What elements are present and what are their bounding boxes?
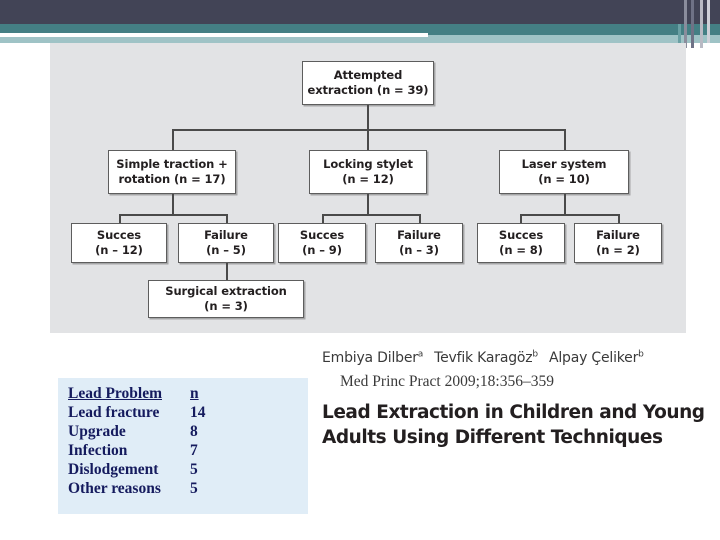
author-name: Alpay Çeliker	[548, 349, 639, 366]
header-notch-left	[0, 33, 428, 37]
flow-node-attempted-extraction: Attempted extraction (n = 39)	[302, 61, 434, 105]
flow-node-branch-1-line1: Simple traction +	[116, 156, 228, 171]
connector-root-stem	[367, 105, 369, 129]
connector-branch-1-bus	[119, 214, 226, 216]
flow-node-branch-3: Laser system (n = 10)	[499, 150, 629, 194]
table-row: Upgrade 8	[68, 422, 230, 441]
lead-problem-table-grid: Lead Problem n Lead fracture 14 Upgrade …	[68, 384, 230, 498]
author-affiliation-marker: b	[638, 349, 644, 359]
flow-node-branch-3-failure-line1: Failure	[596, 227, 640, 242]
page-title-line2: Adults Using Different Techniques	[322, 426, 663, 448]
flow-node-branch-1-failure-line2: (n – 5)	[206, 243, 246, 257]
table-cell-label: Dislodgement	[68, 460, 159, 478]
flow-node-branch-3-failure: Failure (n = 2)	[574, 223, 662, 263]
connector-branch-2-bus	[322, 214, 419, 216]
table-row: Infection 7	[68, 441, 230, 460]
page-title-line1: Lead Extraction in Children and Young	[322, 402, 705, 423]
flow-node-branch-1: Simple traction + rotation (n = 17)	[108, 150, 236, 194]
flow-node-branch-2-line2: (n = 12)	[342, 172, 394, 186]
flow-node-branch-2: Locking stylet (n = 12)	[309, 150, 427, 194]
table-row: Other reasons 5	[68, 479, 230, 498]
journal-citation: Med Princ Pract 2009;18:356–359	[340, 373, 554, 390]
connector-branch-2-success-drop	[322, 214, 324, 223]
flow-node-branch-2-failure-line2: (n – 3)	[399, 243, 439, 257]
connector-failure-to-surgical	[226, 263, 228, 280]
connector-branch-1-stem	[172, 194, 174, 214]
flow-node-branch-2-success-line2: (n – 9)	[302, 243, 342, 257]
flow-node-branch-1-success-line2: (n – 12)	[95, 243, 143, 257]
page-title: Lead Extraction in Children and Young Ad…	[322, 401, 705, 451]
author-affiliation-marker: a	[417, 349, 424, 359]
connector-drop-branch-3	[564, 129, 566, 150]
author-name: Tevfik Karagöz	[434, 349, 533, 366]
flow-node-branch-3-success-line1: Succes	[498, 227, 544, 242]
table-cell-n: 8	[190, 422, 198, 440]
author-entry: Embiya Dilbera	[322, 349, 424, 366]
connector-branch-2-failure-drop	[419, 214, 421, 223]
connector-branch-3-bus	[520, 214, 618, 216]
header-vertical-accent-teal	[678, 24, 681, 48]
flow-node-branch-1-success: Succes (n – 12)	[71, 223, 167, 263]
flow-node-branch-3-line1: Laser system	[521, 156, 607, 171]
header-band-dark	[0, 0, 720, 24]
table-cell-n: 5	[190, 479, 198, 497]
header-band-light-teal	[0, 35, 720, 43]
table-cell-label: Lead fracture	[68, 403, 160, 421]
connector-drop-branch-2	[367, 129, 369, 150]
connector-branch-2-stem	[367, 194, 369, 214]
author-entry: Tevfik Karagözb	[434, 349, 538, 366]
table-header-n: n	[190, 384, 199, 402]
connector-drop-branch-1	[172, 129, 174, 150]
flow-node-branch-2-success: Succes (n – 9)	[278, 223, 366, 263]
table-cell-label: Infection	[68, 441, 128, 459]
flow-node-branch-2-failure: Failure (n – 3)	[375, 223, 463, 263]
lead-problem-table: Lead Problem n Lead fracture 14 Upgrade …	[58, 378, 308, 514]
flow-node-surgical-extraction-line2: (n = 3)	[204, 299, 248, 313]
header-vertical-accent-4	[707, 0, 710, 43]
table-row: Lead fracture 14	[68, 403, 230, 422]
flow-node-branch-1-line2: rotation (n = 17)	[118, 172, 226, 186]
author-entry: Alpay Çelikerb	[548, 349, 644, 366]
flow-node-branch-2-failure-line1: Failure	[397, 227, 441, 242]
header-band-teal	[0, 24, 720, 35]
table-cell-n: 5	[190, 460, 198, 478]
flow-node-attempted-extraction-line1: Attempted	[333, 67, 403, 82]
table-cell-n: 14	[190, 403, 206, 421]
header-vertical-accent-3	[700, 0, 703, 48]
flowchart-figure-panel: Attempted extraction (n = 39) Simple tra…	[50, 43, 686, 333]
connector-branch-3-failure-drop	[618, 214, 620, 223]
header-vertical-accent-1	[684, 0, 687, 48]
flow-node-branch-3-line2: (n = 10)	[538, 172, 590, 186]
flow-node-surgical-extraction: Surgical extraction (n = 3)	[148, 280, 304, 318]
flow-node-branch-3-success-line2: (n = 8)	[499, 243, 543, 257]
flow-node-branch-3-failure-line2: (n = 2)	[596, 243, 640, 257]
connector-branch-1-success-drop	[119, 214, 121, 223]
table-row: Dislodgement 5	[68, 460, 230, 479]
author-name: Embiya Dilber	[322, 349, 418, 366]
table-cell-n: 7	[190, 441, 198, 459]
flow-node-branch-2-line1: Locking stylet	[323, 156, 413, 171]
flow-node-branch-2-success-line1: Succes	[299, 227, 345, 242]
flow-node-branch-1-failure: Failure (n – 5)	[178, 223, 274, 263]
table-cell-label: Other reasons	[68, 479, 161, 497]
author-affiliation-marker: b	[532, 349, 538, 359]
flow-node-surgical-extraction-line1: Surgical extraction	[165, 283, 287, 298]
table-header-lead-problem: Lead Problem	[68, 384, 162, 402]
connector-branch-3-success-drop	[520, 214, 522, 223]
header-vertical-accent-2	[691, 0, 694, 48]
connector-branch-1-failure-drop	[226, 214, 228, 223]
connector-branch-3-stem	[564, 194, 566, 214]
flow-node-branch-1-success-line1: Succes	[96, 227, 142, 242]
flow-node-branch-1-failure-line1: Failure	[204, 227, 248, 242]
table-cell-label: Upgrade	[68, 422, 126, 440]
table-header-row: Lead Problem n	[68, 384, 230, 403]
flow-node-branch-3-success: Succes (n = 8)	[477, 223, 565, 263]
flow-node-attempted-extraction-line2: extraction (n = 39)	[307, 83, 429, 97]
